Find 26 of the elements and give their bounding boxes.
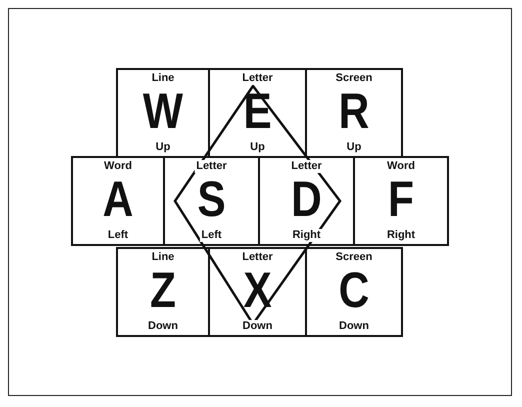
key-cap	[353, 156, 449, 246]
key-letter: S	[196, 172, 227, 226]
key-letter: E	[242, 84, 273, 138]
key-letter: W	[142, 84, 184, 138]
key-letter: X	[242, 263, 273, 317]
key-letter: R	[338, 84, 370, 138]
function-label: Letter	[289, 160, 324, 173]
key-cap	[116, 247, 210, 337]
key-cap	[305, 68, 403, 158]
key-letter: Z	[149, 263, 177, 317]
key-letter: F	[387, 172, 415, 226]
direction-label: Up	[344, 141, 364, 154]
direction-label: Left	[199, 229, 224, 242]
key-cap	[208, 247, 307, 337]
direction-label: Up	[154, 141, 172, 154]
key-cap	[71, 156, 165, 246]
direction-label: Right	[290, 229, 323, 242]
key-cap	[116, 68, 210, 158]
key-cap	[305, 247, 403, 337]
key-letter: C	[338, 263, 370, 317]
key-letter: A	[102, 172, 134, 226]
function-label: Letter	[240, 72, 275, 85]
key-letter: D	[290, 172, 323, 226]
function-label: Letter	[194, 160, 229, 173]
direction-label: Right	[384, 229, 418, 242]
direction-label: Up	[248, 141, 267, 154]
